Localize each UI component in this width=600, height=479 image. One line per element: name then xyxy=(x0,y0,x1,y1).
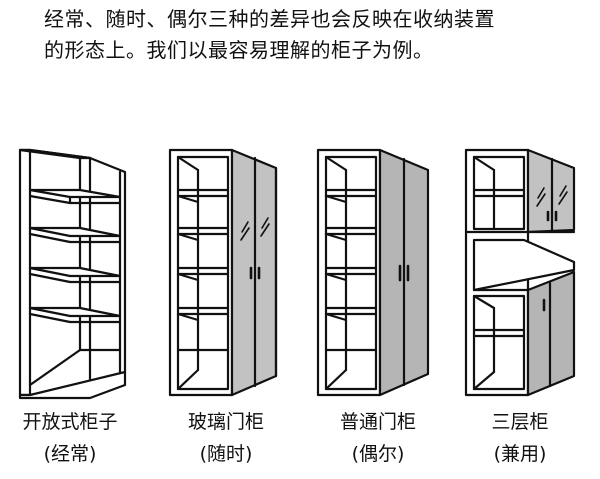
three-tier-cabinet-drawing xyxy=(464,148,576,397)
cabinet-usage-label: (随时) xyxy=(199,443,253,465)
caption-three-tier-cabinet: 三层柜 (兼用) xyxy=(450,406,590,470)
cabinet-usage-label: (兼用) xyxy=(493,443,547,465)
cabinet-name-label: 开放式柜子 xyxy=(22,411,118,433)
cabinet-name-label: 玻璃门柜 xyxy=(187,411,264,433)
cabinet-name-label: 三层柜 xyxy=(491,411,549,433)
cabinet-usage-label: (经常) xyxy=(43,443,97,465)
intro-line-1: 经常、随时、偶尔三种的差异也会反映在收纳装置 xyxy=(44,7,495,31)
glass-door-cabinet-drawing xyxy=(168,148,278,397)
open-cabinet-drawing xyxy=(18,148,127,400)
caption-open-cabinet: 开放式柜子 (经常) xyxy=(0,406,140,470)
cabinet-usage-label: (偶尔) xyxy=(351,443,405,465)
caption-glass-door-cabinet: 玻璃门柜 (随时) xyxy=(156,406,296,470)
intro-text: 经常、随时、偶尔三种的差异也会反映在收纳装置 的形态上。我们以最容易理解的柜子为… xyxy=(44,4,574,66)
intro-line-2: 的形态上。我们以最容易理解的柜子为例。 xyxy=(44,38,434,62)
regular-door-cabinet-drawing xyxy=(316,148,430,397)
caption-regular-door-cabinet: 普通门柜 (偶尔) xyxy=(308,406,448,470)
cabinet-name-label: 普通门柜 xyxy=(339,411,416,433)
